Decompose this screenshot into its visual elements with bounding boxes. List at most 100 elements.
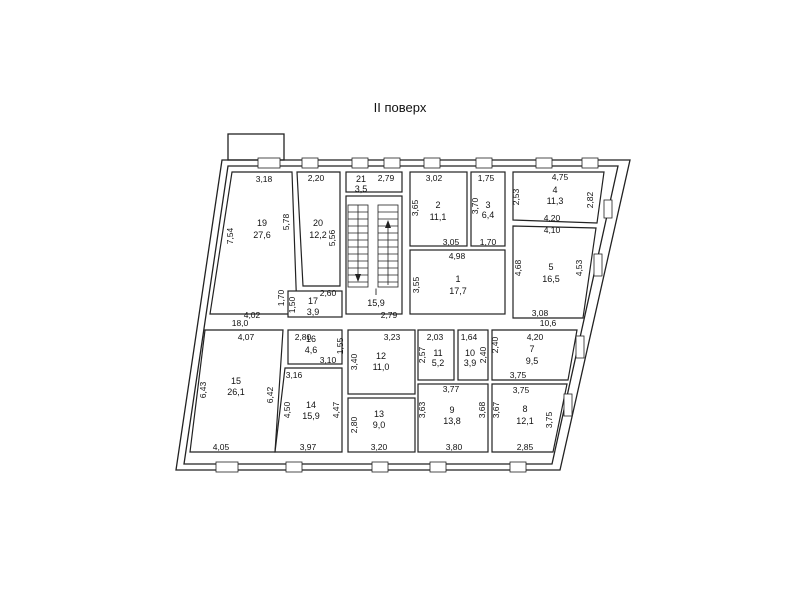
stair-hall-outline [345,195,403,315]
dimension-label: 3,18 [256,174,273,184]
room-20-area: 12,2 [309,230,327,240]
dimension-label: 4,47 [331,401,341,418]
room-12-area: 11,0 [373,362,390,372]
room-1-area: 17,7 [449,286,467,296]
room-19-area: 27,6 [253,230,271,240]
room-2-area: 11,1 [430,212,447,222]
room-11-area: 5,2 [432,358,445,368]
dimension-label: 2,79 [378,173,395,183]
room-3-area: 6,4 [482,210,495,220]
staircase [347,204,399,288]
room-10-area: 3,9 [464,358,477,368]
dimension-label: 2,53 [511,188,521,205]
room-12-number: 12 [376,351,386,361]
room-14-area: 15,9 [302,411,320,421]
room-4-number: 4 [552,185,557,195]
room-13-area: 9,0 [373,420,386,430]
room-I-number: I [375,287,378,297]
dimension-label: 3,70 [470,197,480,214]
dimension-label: 2,20 [308,173,325,183]
dimension-label: 2,80 [349,416,359,433]
room-labels: 19 27,6 20 12,2 21 3,5 I 15,9 2 11,1 3 6… [227,174,563,430]
dimension-label: 2,79 [381,310,398,320]
dimension-label: 2,57 [417,346,427,363]
dimension-label: 3,77 [443,384,460,394]
room-1-outline [409,249,506,315]
room-8-number: 8 [522,404,527,414]
dimension-label: 3,55 [411,276,421,293]
dimension-label: 3,20 [371,442,388,452]
room-15-number: 15 [231,376,241,386]
room-19-number: 19 [257,218,267,228]
dimension-label: 3,02 [426,173,443,183]
dimension-label: 1,50 [287,296,297,313]
dimension-label: 3,65 [410,199,420,216]
dimension-label: 3,40 [349,353,359,370]
room-21-number: 21 [356,174,366,184]
dimension-label: 4,75 [552,172,569,182]
dimension-label: 1,70 [276,289,286,306]
room-8-outline [491,383,568,453]
room-17-outline [287,290,343,318]
dimension-label: 2,60 [320,288,337,298]
dimension-label: 4,07 [238,332,255,342]
dimension-label: 3,08 [532,308,549,318]
dimension-label: 1,55 [335,337,345,354]
dimension-label: 4,53 [574,259,584,276]
dimension-label: 18,0 [232,318,249,328]
room-17-area: 3,9 [307,307,320,317]
dimension-label: 4,20 [527,332,544,342]
room-21-outline [345,171,403,193]
room-3-outline [470,171,506,247]
room-16-area: 4,6 [305,345,318,355]
dimension-label: 1,70 [480,237,497,247]
room-7-number: 7 [529,344,534,354]
dimension-label: 10,6 [540,318,557,328]
room-9-outline [417,383,489,453]
dimension-label: 4,68 [513,259,523,276]
dimension-label: 2,82 [585,191,595,208]
room-2-number: 2 [435,200,440,210]
dimension-label: 5,56 [327,229,337,246]
room-20-outline [296,171,341,287]
dimension-label: 2,85 [517,442,534,452]
room-7-area: 9,5 [526,356,539,366]
dimension-label: 6,42 [265,386,275,403]
room-9-number: 9 [449,405,454,415]
room-1-number: 1 [455,274,460,284]
room-4-area: 11,3 [547,196,564,206]
dimension-label: 3,97 [300,442,317,452]
dimension-label: 3,16 [286,370,303,380]
dimension-label: 4,50 [282,401,292,418]
room-13-number: 13 [374,409,384,419]
dimension-label: 6,43 [198,381,208,398]
dimension-label: 2,80 [295,332,312,342]
room-14-number: 14 [306,400,316,410]
dimension-label: 7,54 [225,227,235,244]
dimension-labels: 3,18 2,20 2,79 3,02 1,75 4,75 2,53 2,82 … [198,172,595,452]
dimension-label: 4,02 [244,310,261,320]
stair-up-arrow-icon [385,220,391,228]
room-11-outline [417,329,455,381]
room-I-area: 15,9 [367,298,385,308]
room-5-area: 16,5 [542,274,560,284]
room-10-number: 10 [465,348,475,358]
dimension-label: 3,23 [384,332,401,342]
room-17-number: 17 [308,296,318,306]
dimension-label: 3,75 [513,385,530,395]
room-10-outline [457,329,489,381]
dimension-label: 4,10 [544,225,561,235]
dimension-label: 3,80 [446,442,463,452]
dimension-label: 3,75 [510,370,527,380]
dimension-label: 1,75 [478,173,495,183]
room-2-outline [409,171,468,247]
room-14-outline [274,367,343,453]
dimension-label: 2,03 [427,332,444,342]
windows [215,157,613,473]
room-15-area: 26,1 [227,387,245,397]
floor-title: II поверх [373,100,427,115]
dimension-label: 3,75 [544,411,554,428]
dimension-label: 3,10 [320,355,337,365]
dimension-label: 1,64 [461,332,478,342]
